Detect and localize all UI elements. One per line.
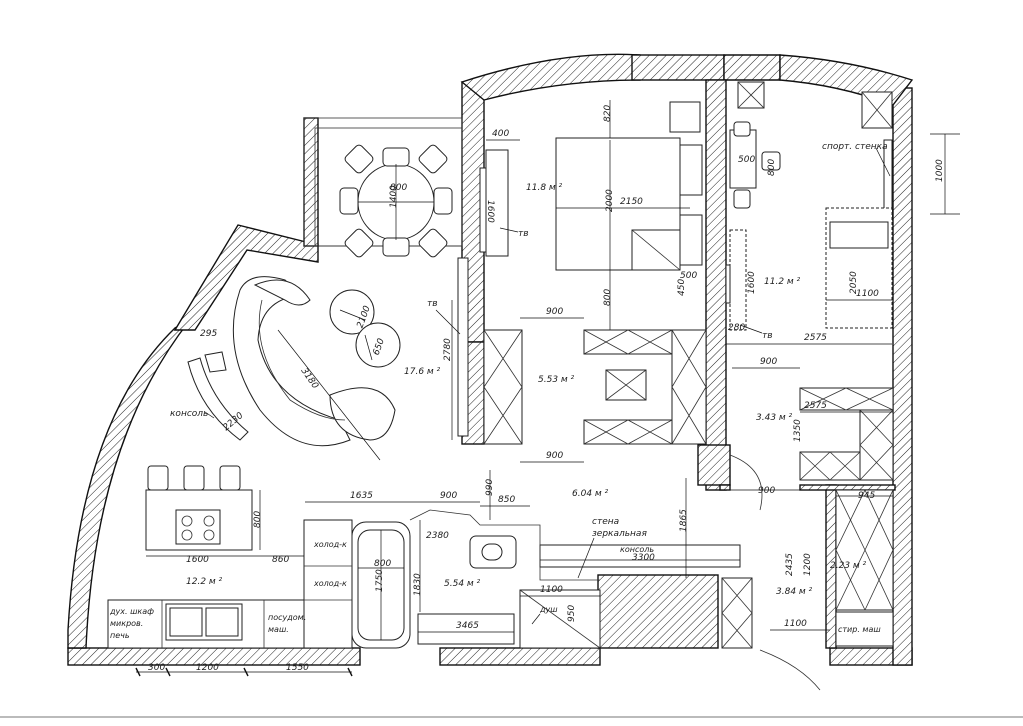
dim-2435: 2435 [785,553,795,576]
dim-1100c: 1100 [540,585,563,595]
area-closet1: 2.23 м ² [830,561,867,571]
dim-3300: 3300 [632,553,655,563]
label-wall-2: зеркальная [592,529,647,539]
label-console-entry: консоль [620,545,654,554]
dim-900a: 900 [546,307,563,317]
corridor-wardrobes [799,387,894,481]
hall-wardrobes [483,329,707,445]
dim-1400: 1400 [389,185,399,208]
dim-1000: 1000 [935,159,945,182]
page-bottom-border [0,716,1023,718]
dim-1635: 1635 [350,491,373,501]
dim-1750: 1750 [375,569,385,592]
room2-furniture [725,81,893,331]
dim-2150: 2150 [620,197,643,207]
bathroom-fixtures [351,509,601,649]
dim-1200a: 1200 [803,553,813,576]
dim-2780: 2780 [443,338,453,361]
label-tv-bedroom: тв [518,229,529,239]
area-entry: 6.04 м ² [572,489,609,499]
label-wall-1: стена [592,517,619,527]
label-tv-living: тв [427,299,438,309]
dim-1200b: 1200 [196,663,219,673]
dim-820: 820 [603,105,613,122]
dim-1830: 1830 [413,573,423,596]
label-console-left: консоль [170,409,208,419]
dim-860: 860 [272,555,289,565]
label-shower: душ [539,605,558,614]
dim-300: 300 [148,663,165,673]
kitchen-furniture [107,465,353,649]
dim-500a: 500 [680,271,697,281]
dim-500b: 500 [738,155,755,165]
label-oven-1: дух. шкаф [109,607,154,616]
area-bath: 5.54 м ² [444,579,481,589]
sofa [232,276,396,447]
dim-2050: 2050 [849,271,859,294]
dim-900c: 900 [760,357,777,367]
dim-800a: 800 [603,289,613,306]
tv-stand-living [457,257,469,437]
dim-3180: 3180 [299,366,320,391]
label-sport-wall: спорт. стенка [822,142,888,152]
dim-1550: 1550 [286,663,309,673]
dim-850: 850 [498,495,515,505]
dim-800e: 800 [374,559,391,569]
label-fridge-1: холод-к [313,540,347,549]
dim-800c: 800 [767,159,777,176]
area-living: 17.6 м ² [404,367,441,377]
dim-1865: 1865 [679,509,689,532]
area-hall: 5.53 м ² [538,375,575,385]
dim-1600b: 1600 [747,271,757,294]
label-tv-room2: тв [762,331,773,341]
dim-800d: 800 [253,511,263,528]
dim-3465: 3465 [456,621,479,631]
dim-1600a: 1600 [485,200,495,223]
label-oven-3: печь [110,631,130,640]
dim-2575b: 2575 [804,401,827,411]
dim-2575a: 2575 [804,333,827,343]
area-bedroom: 11.8 м ² [526,183,563,193]
label-fridge-2: холод-к [313,579,347,588]
coffee-tables [329,289,401,368]
area-corridor: 3.43 м ² [756,413,793,423]
dim-295: 295 [200,329,217,339]
label-oven-2: микров. [110,619,143,628]
dim-900b-hall: 900 [546,451,563,461]
dim-800-table: 800 [390,183,407,193]
dim-1350: 1350 [793,419,803,442]
area-room2: 11.2 м ² [764,277,801,287]
console-left [187,351,249,441]
closet-wardrobe [835,489,894,647]
dim-400: 400 [492,129,509,139]
dim-990: 990 [485,479,495,496]
dim-900d: 900 [758,486,775,496]
dim-2380: 2380 [426,531,449,541]
dim-280: 280 [728,323,745,333]
bedroom-furniture [479,101,703,271]
dim-900e: 900 [440,491,457,501]
dim-2000: 2000 [605,189,615,212]
dim-450: 450 [677,279,687,296]
dim-1100a: 1100 [856,289,879,299]
dim-1100b: 1100 [784,619,807,629]
dining-table [339,144,453,258]
label-dishwasher-2: маш. [268,625,289,634]
dim-1600c: 1600 [186,555,209,565]
dim-945: 945 [858,491,875,501]
label-washer: стир. маш [838,625,881,634]
label-dishwasher-1: посудом. [268,613,306,622]
area-kitchen: 12.2 м ² [186,577,223,587]
dim-950: 950 [567,605,577,622]
area-closet2: 3.84 м ² [776,587,813,597]
walls [67,53,914,666]
